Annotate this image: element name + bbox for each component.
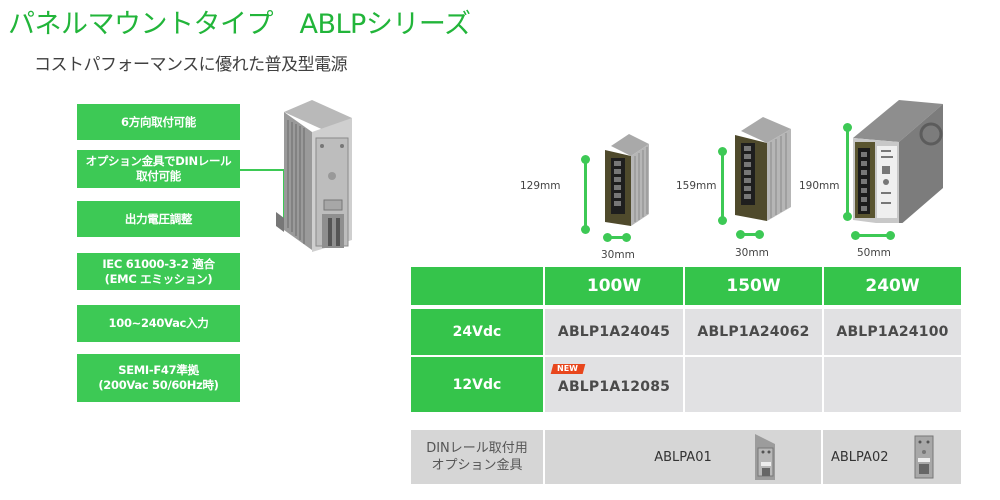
dim-height-label: 159mm — [676, 180, 717, 192]
psu-240w-image — [853, 100, 943, 223]
new-badge-text: NEW — [557, 364, 578, 373]
accessory-cell-ablpa02: ABLPA02 — [823, 430, 961, 484]
dim-height-label: 190mm — [799, 180, 840, 192]
dim-height-line — [584, 159, 587, 230]
feature-din-rail-mounting: オプション金具でDINレール 取付可能 — [77, 150, 240, 188]
dim-height-line — [721, 151, 724, 221]
dim-dot — [718, 216, 727, 225]
empty-model-cell — [685, 357, 822, 412]
page-title: パネルマウントタイプ ABLPシリーズ — [8, 9, 471, 40]
page-subtitle: コストパフォーマンスに優れた普及型電源 — [34, 55, 348, 75]
dim-dot — [755, 230, 764, 239]
dim-dot — [843, 212, 852, 221]
table-header-100w: 100W — [545, 267, 683, 305]
dim-height-label: 129mm — [520, 180, 561, 192]
model-cell: ABLP1A24062 — [685, 309, 822, 355]
din-bracket-flat-image — [914, 435, 934, 479]
feature-iec-compliance: IEC 61000-3-2 適合 (EMC エミッション) — [77, 253, 240, 290]
accessory-label: DINレール取付用 オプション金具 — [411, 430, 543, 484]
dim-dot — [886, 231, 895, 240]
table-header-240w: 240W — [824, 267, 961, 305]
dim-width-label: 50mm — [857, 247, 891, 259]
empty-model-cell — [824, 357, 961, 412]
feature-ac-input-range: 100~240Vac入力 — [77, 305, 240, 342]
accessory-cell-ablpa01: ABLPA01 — [545, 430, 821, 484]
new-badge: NEW — [550, 364, 586, 374]
dim-dot — [603, 233, 612, 242]
dim-dot — [581, 225, 590, 234]
accessory-model: ABLPA02 — [831, 449, 889, 465]
dim-width-line — [607, 236, 628, 239]
feature-six-direction-mounting: 6方向取付可能 — [77, 104, 240, 140]
dim-width-label: 30mm — [735, 247, 769, 259]
dim-dot — [581, 155, 590, 164]
dim-dot — [851, 231, 860, 240]
dim-height-line — [846, 127, 849, 217]
table-header-150w: 150W — [685, 267, 822, 305]
accessory-model: ABLPA01 — [654, 449, 712, 465]
psu-100w-image — [605, 134, 649, 226]
feature-semi-f47: SEMI-F47準拠 (200Vac 50/60Hz時) — [77, 354, 240, 402]
dim-dot — [843, 123, 852, 132]
connector-line — [240, 169, 284, 171]
psu-din-mounted-image — [276, 100, 352, 252]
model-cell: ABLP1A24100 — [824, 309, 961, 355]
dim-dot — [622, 233, 631, 242]
psu-150w-image — [735, 117, 791, 221]
dim-dot — [718, 147, 727, 156]
dim-width-line — [740, 233, 760, 236]
row-header-12vdc: 12Vdc — [411, 357, 543, 412]
dim-width-line — [855, 234, 891, 237]
row-header-24vdc: 24Vdc — [411, 309, 543, 355]
dim-dot — [736, 230, 745, 239]
feature-output-voltage-adjust: 出力電圧調整 — [77, 201, 240, 237]
table-header-corner — [411, 267, 543, 305]
model-cell: ABLP1A24045 — [545, 309, 683, 355]
dim-width-label: 30mm — [601, 249, 635, 261]
din-bracket-angled-image — [755, 434, 775, 480]
